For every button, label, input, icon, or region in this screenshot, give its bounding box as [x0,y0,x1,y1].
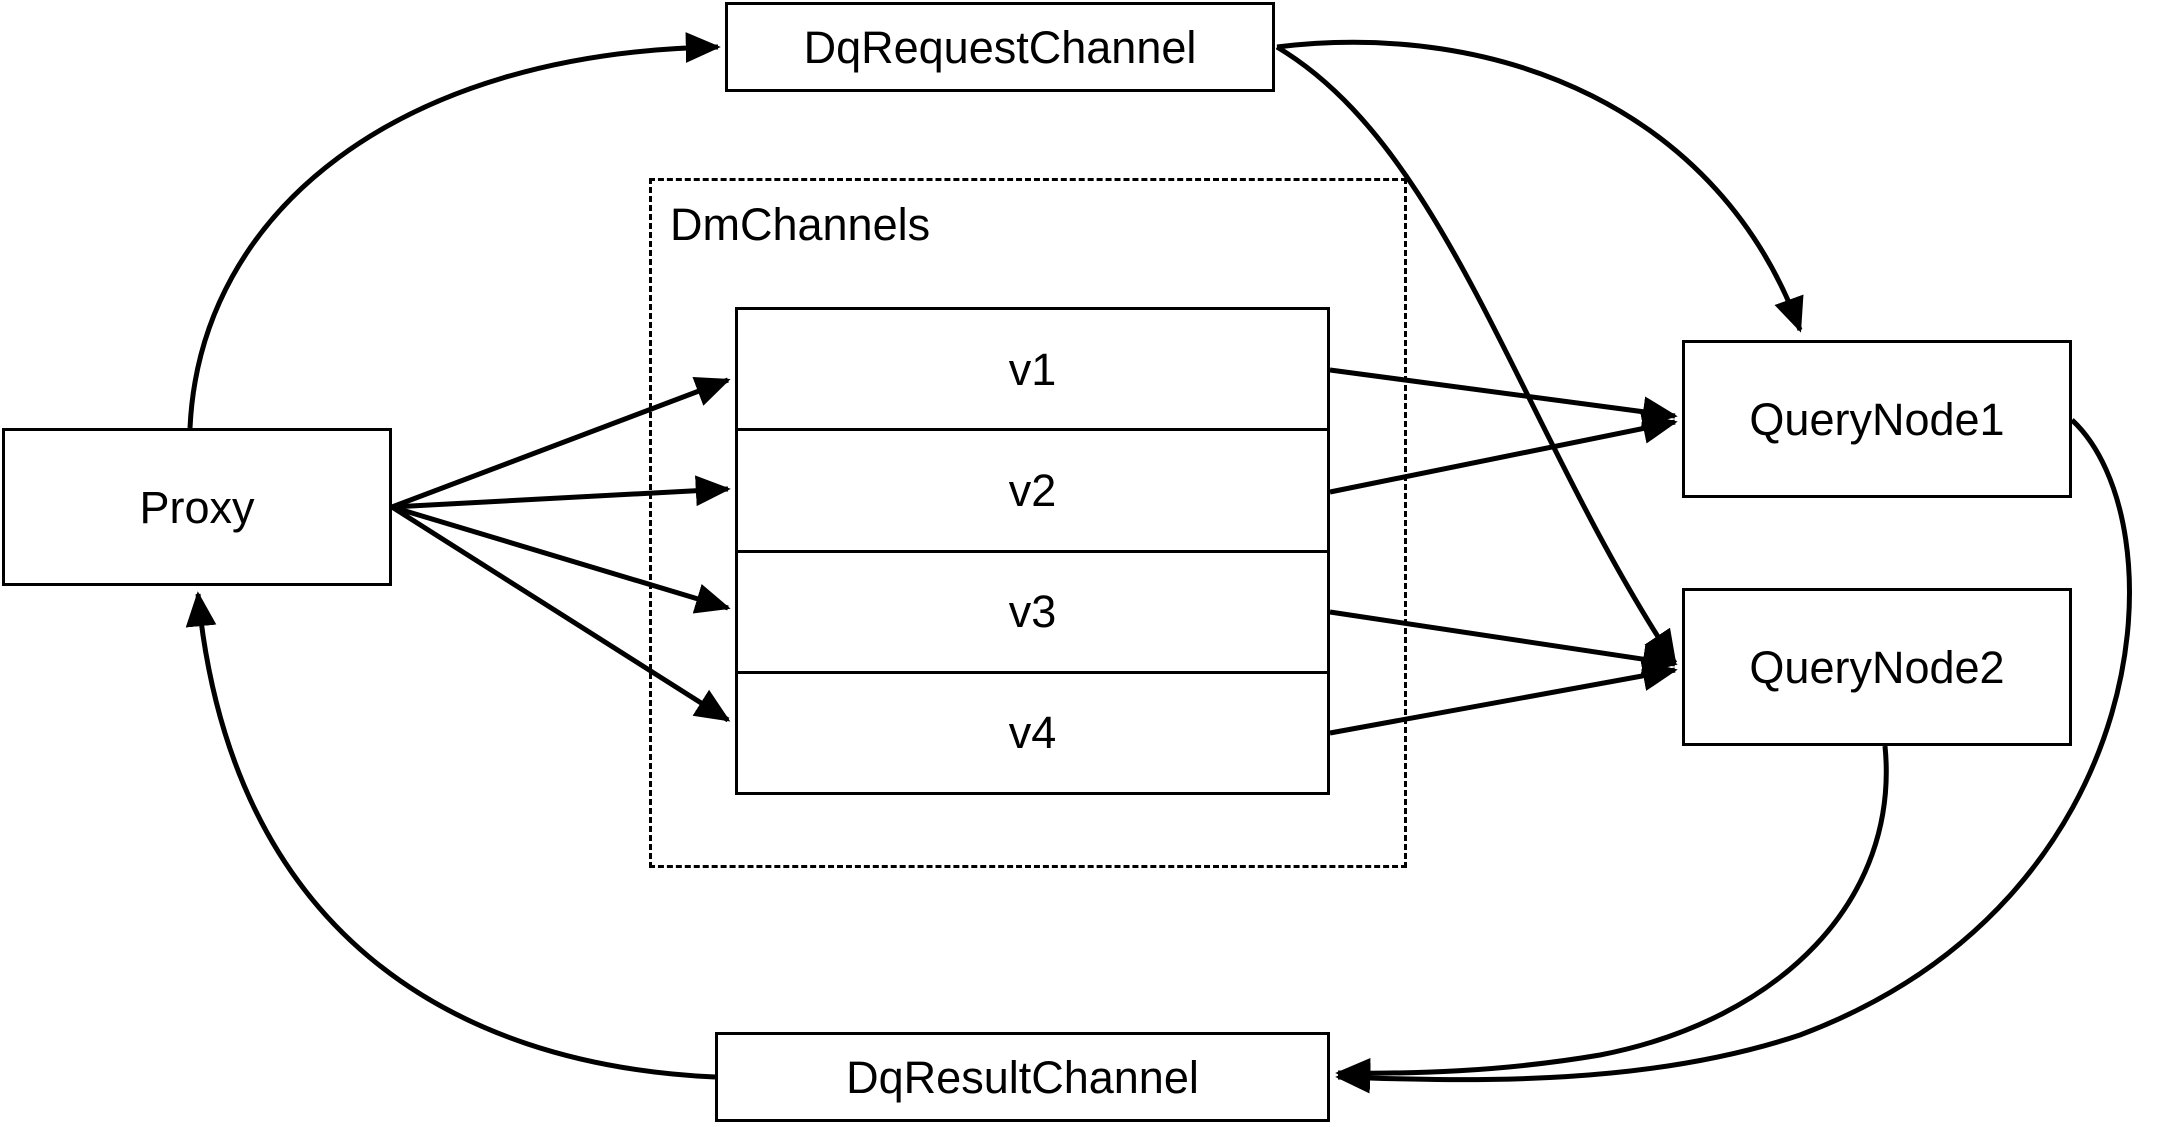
vchannel-label-v3: v3 [1008,586,1057,638]
node-query-node-1-label: QueryNode1 [1749,393,2005,445]
node-dq-request-channel-label: DqRequestChannel [803,21,1197,73]
node-dq-result-channel[interactable]: DqResultChannel [715,1032,1330,1122]
vchannel-row-v4[interactable]: v4 [738,674,1327,792]
node-proxy[interactable]: Proxy [2,428,392,586]
vchannel-label-v2: v2 [1008,464,1057,516]
edge-v2-to-querynode1 [1329,413,1678,495]
edge-proxy-to-v2 [391,475,731,510]
edge-dqrequestchannel-to-querynode1 [1276,39,1804,333]
dmchannels-group-label: DmChannels [670,199,931,250]
edge-proxy-to-v4 [390,504,731,723]
vchannel-row-v1[interactable]: v1 [738,310,1327,432]
vchannel-row-v2[interactable]: v2 [738,431,1327,553]
edge-querynode2-to-dqresultchannel [1335,745,1889,1089]
node-dq-request-channel[interactable]: DqRequestChannel [725,2,1275,92]
node-proxy-label: Proxy [139,481,255,533]
edge-proxy-to-v3 [391,504,731,614]
edge-v3-to-querynode2 [1329,609,1678,675]
edge-dqresultchannel-to-proxy [185,591,716,1080]
vchannel-label-v1: v1 [1008,343,1057,395]
vchannel-row-v3[interactable]: v3 [738,553,1327,674]
vchannel-label-v4: v4 [1008,707,1057,759]
node-dq-result-channel-label: DqResultChannel [846,1051,1199,1103]
dmchannels-group: DmChannels [649,178,1407,868]
vchannel-stack: v1 v2 v3 v4 [735,307,1330,795]
edge-dqrequestchannel-to-querynode2 [1275,44,1678,666]
node-query-node-2-label: QueryNode2 [1749,641,2005,693]
edge-v1-to-querynode1 [1329,367,1678,428]
node-query-node-2[interactable]: QueryNode2 [1682,588,2072,746]
edge-proxy-to-v1 [391,376,731,510]
node-query-node-1[interactable]: QueryNode1 [1682,340,2072,498]
edge-v4-to-querynode2 [1329,660,1678,736]
edge-proxy-to-dqrequestchannel [187,32,721,429]
edge-querynode1-to-dqresultchannel [1335,418,2132,1094]
